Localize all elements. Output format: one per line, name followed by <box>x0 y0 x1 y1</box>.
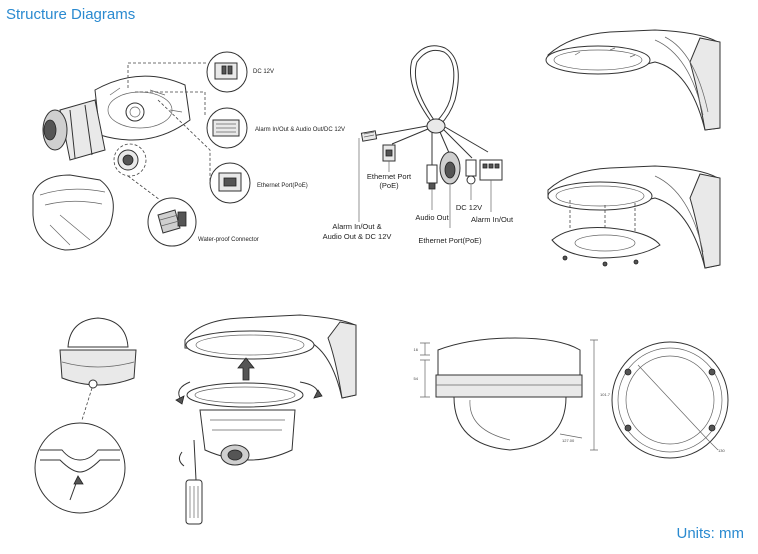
cable-alarm-label-2: Audio Out & DC 12V <box>323 232 392 241</box>
cable-ethernet-label-1: Ethernet Port <box>367 172 412 181</box>
dimension-side-view: 16 54 101.7 127.00 <box>414 337 611 451</box>
cable-diagram: Ethernet Port (PoE) Alarm In/Out & Audio… <box>323 45 514 245</box>
dome-release-diagram <box>34 317 137 514</box>
cable-dc12v-label: DC 12V <box>456 203 482 212</box>
cable-alarm-label-1: Alarm In/Out & <box>332 222 381 231</box>
page-title: Structure Diagrams <box>6 6 136 23</box>
cable-audio-out-label: Audio Out <box>415 213 449 222</box>
dim-total-label: 101.7 <box>600 392 611 397</box>
dome-mount-diagram <box>175 314 357 525</box>
cable-ethernet-poe-label: Ethernet Port(PoE) <box>418 236 482 245</box>
dim-top-view-label: 130 <box>718 448 725 453</box>
dc12v-callout-label: DC 12V <box>253 69 274 75</box>
units-label: Units: mm <box>676 525 745 542</box>
alarm-audio-callout-label: Alarm In/Out & Audio Out/DC 12V <box>255 127 345 133</box>
dimension-top-view: 130 <box>611 341 729 459</box>
dim-diameter-label: 127.00 <box>562 438 575 443</box>
wall-bracket-diagram <box>545 29 721 131</box>
ethernet-callout-label: Ethernet Port(PoE) <box>257 183 308 189</box>
bracket-mount-diagram <box>547 165 721 269</box>
waterproof-label: Water-proof Connector <box>198 237 259 243</box>
dim-body-label: 54 <box>414 376 419 381</box>
cable-alarm-io-label: Alarm In/Out <box>471 215 514 224</box>
cable-ethernet-label-2: (PoE) <box>379 181 399 190</box>
dim-top-label: 16 <box>414 347 419 352</box>
interface-diagram: Water-proof Connector DC 12V Alarm In/Ou… <box>32 51 345 251</box>
